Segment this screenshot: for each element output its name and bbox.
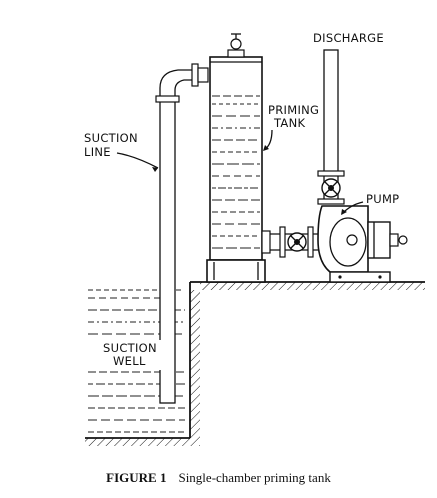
figure-caption: FIGURE 1 Single-chamber priming tank (0, 470, 437, 486)
pump-icon (317, 205, 408, 283)
diagram-labels: DISCHARGE PRIMING TANK SUCTION LINE PUMP… (84, 31, 399, 370)
figure-number: FIGURE 1 (106, 470, 167, 485)
suction-valve-icon (287, 232, 307, 252)
discharge-pipe (317, 49, 345, 205)
priming-tank (206, 56, 266, 283)
discharge-valve-icon (321, 178, 341, 198)
priming-tank-label-line1: PRIMING (268, 103, 319, 117)
vent-valve-icon (227, 33, 245, 58)
suction-well-label-line1: SUCTION (103, 341, 157, 355)
discharge-label: DISCHARGE (313, 31, 384, 45)
suction-pipe (155, 63, 209, 404)
suction-line-label-line2: LINE (84, 145, 111, 159)
pump-label: PUMP (366, 192, 399, 206)
figure-caption-text: Single-chamber priming tank (178, 470, 331, 485)
priming-tank-label-line2: TANK (273, 116, 306, 130)
suction-line-label-line1: SUCTION (84, 131, 138, 145)
suction-well-label-line2: WELL (113, 354, 146, 368)
leader-lines (116, 129, 364, 215)
